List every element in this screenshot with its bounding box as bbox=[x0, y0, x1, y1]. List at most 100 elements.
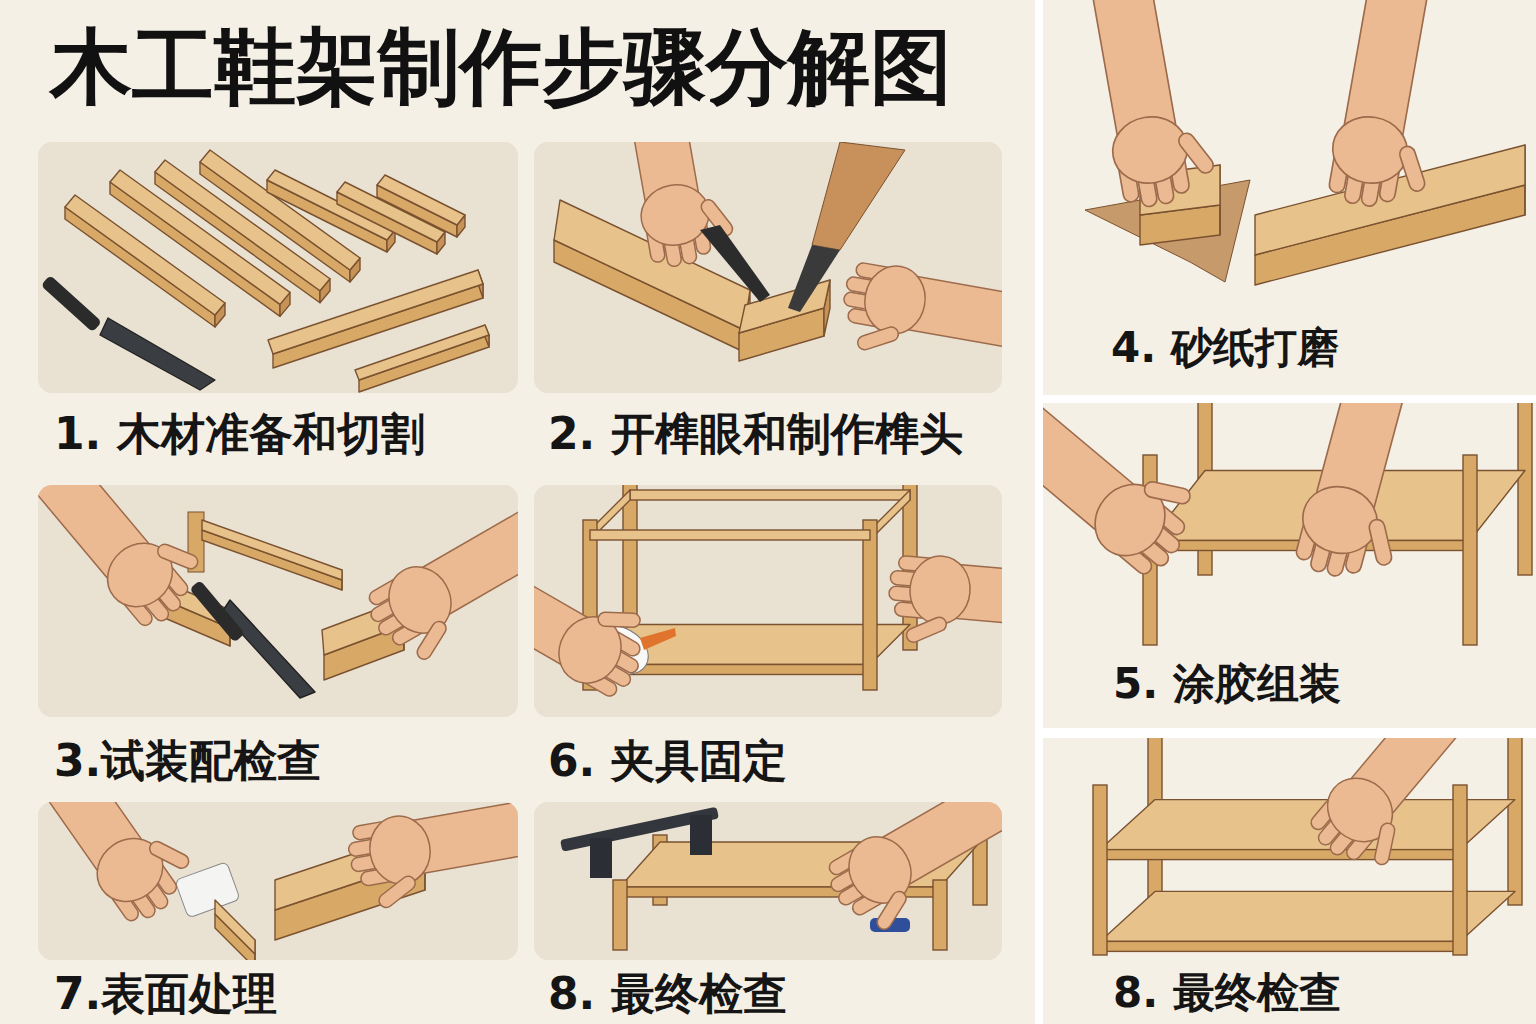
panel-art bbox=[41, 150, 489, 392]
palm bbox=[95, 530, 186, 620]
thumb bbox=[156, 542, 200, 571]
panel-art bbox=[1043, 403, 1532, 645]
panel-art bbox=[38, 485, 518, 698]
saw-handle bbox=[189, 580, 245, 643]
panel-art bbox=[560, 802, 1002, 950]
shelf-edge bbox=[1100, 941, 1460, 951]
post bbox=[1093, 785, 1107, 955]
palm bbox=[860, 261, 931, 338]
rail bbox=[590, 530, 870, 540]
step-caption: 4. 砂纸打磨 bbox=[1111, 325, 1339, 371]
post bbox=[1508, 738, 1522, 905]
hand bbox=[1289, 403, 1451, 590]
palm bbox=[377, 556, 463, 645]
panel-ground bbox=[534, 485, 1002, 717]
palm bbox=[1295, 478, 1384, 561]
rail bbox=[630, 490, 910, 500]
thumb bbox=[904, 615, 948, 644]
panel-ground bbox=[534, 142, 1002, 393]
title: 木工鞋架制作步骤分解图 bbox=[50, 22, 952, 112]
chisel-handle bbox=[812, 142, 905, 250]
hand bbox=[1079, 0, 1221, 211]
thumb bbox=[856, 325, 900, 351]
palm bbox=[85, 826, 175, 914]
thumb bbox=[598, 612, 640, 627]
saw-handle bbox=[41, 275, 102, 332]
clamp-jaw bbox=[590, 838, 612, 878]
palm bbox=[1107, 111, 1192, 189]
step-caption: 3.试装配检查 bbox=[54, 737, 321, 785]
thumb bbox=[1398, 144, 1427, 193]
step-panel: 1. 木材准备和切割 bbox=[38, 142, 518, 472]
thumb bbox=[1374, 822, 1396, 866]
divider bbox=[1043, 395, 1536, 403]
step-panel: 8. 最终检查 bbox=[534, 802, 1002, 1024]
hand bbox=[1043, 403, 1213, 584]
panel-art bbox=[38, 802, 518, 960]
hand bbox=[1301, 738, 1519, 885]
thumb bbox=[1368, 518, 1393, 566]
shelf-edge bbox=[1100, 850, 1460, 860]
post bbox=[613, 880, 627, 950]
hand bbox=[359, 485, 518, 674]
divider bbox=[1043, 728, 1536, 738]
sanding-block bbox=[175, 862, 240, 918]
thumb bbox=[875, 889, 909, 932]
panel-art bbox=[1079, 0, 1525, 285]
palm bbox=[1327, 111, 1412, 189]
hand bbox=[344, 802, 518, 915]
panel-ground bbox=[38, 142, 518, 393]
panel-art bbox=[1093, 738, 1522, 955]
wood-top bbox=[215, 900, 255, 954]
step-caption: 6. 夹具固定 bbox=[548, 737, 787, 785]
step-panel: 7.表面处理 bbox=[38, 802, 518, 1024]
post bbox=[1518, 403, 1532, 575]
thumb bbox=[376, 873, 418, 910]
hand bbox=[885, 552, 1002, 663]
step-caption: 2. 开榫眼和制作榫头 bbox=[548, 410, 963, 458]
thumb bbox=[1176, 130, 1217, 176]
hand bbox=[534, 511, 662, 705]
step-caption: 5. 涂胶组装 bbox=[1113, 661, 1341, 707]
palm bbox=[636, 180, 713, 251]
hand bbox=[1324, 0, 1466, 216]
step-panel: 3.试装配检查 bbox=[38, 485, 518, 785]
hand bbox=[38, 802, 205, 931]
post bbox=[1453, 785, 1467, 955]
chisel-blade bbox=[788, 245, 840, 312]
step-panel: 8. 最终检查 bbox=[1043, 738, 1536, 1024]
wood-top bbox=[355, 325, 489, 380]
saw-blade bbox=[100, 318, 215, 390]
wood-side bbox=[202, 530, 342, 590]
step-panel: 4. 砂纸打磨 bbox=[1043, 0, 1536, 395]
clamp-jaw bbox=[690, 815, 712, 855]
palm bbox=[365, 811, 436, 888]
marking-tool bbox=[700, 225, 770, 302]
post bbox=[933, 880, 947, 950]
thumb bbox=[415, 619, 449, 662]
hand bbox=[38, 485, 216, 636]
palm bbox=[907, 554, 973, 627]
step-panel: 2. 开榫眼和制作榫头 bbox=[534, 142, 1002, 472]
thumb bbox=[1143, 480, 1191, 505]
saw-blade bbox=[222, 600, 315, 698]
step-panel: 6. 夹具固定 bbox=[534, 485, 1002, 785]
wood-top bbox=[377, 175, 465, 225]
post bbox=[863, 520, 877, 690]
glue-tip bbox=[640, 628, 676, 650]
hand bbox=[819, 802, 1002, 944]
step-caption: 8. 最终检查 bbox=[1113, 970, 1341, 1016]
palm bbox=[837, 826, 923, 915]
wood-top bbox=[202, 520, 342, 580]
hand bbox=[835, 258, 1002, 387]
step-caption: 8. 最终检查 bbox=[548, 970, 787, 1018]
step-caption: 7.表面处理 bbox=[54, 970, 277, 1018]
panel-art bbox=[534, 485, 1002, 705]
thumb bbox=[147, 839, 191, 871]
post bbox=[1463, 455, 1477, 645]
step-panel: 5. 涂胶组装 bbox=[1043, 403, 1536, 728]
step-caption: 1. 木材准备和切割 bbox=[54, 410, 425, 458]
divider bbox=[1035, 0, 1043, 1024]
